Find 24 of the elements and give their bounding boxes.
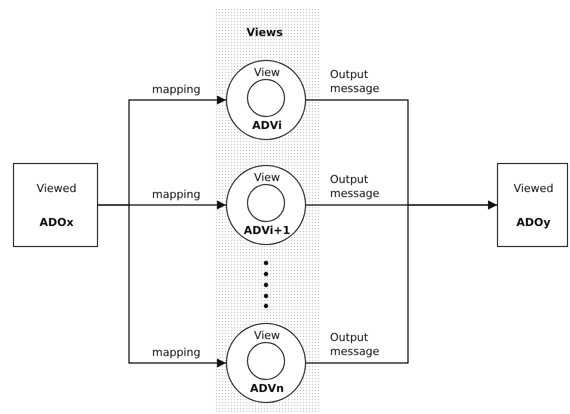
- view-circle: [226, 60, 306, 140]
- arrow: [98, 204, 226, 368]
- name-label: ADOy: [516, 216, 551, 230]
- edge-label: mapping: [152, 83, 200, 97]
- type-label: Viewed: [514, 182, 554, 196]
- type-label: View: [254, 328, 280, 342]
- name-label: ADOx: [39, 216, 74, 230]
- edge-label: mapping: [152, 188, 200, 202]
- edge-label: mapping: [152, 346, 200, 360]
- object-box: [497, 163, 568, 247]
- inner-circle: [246, 78, 284, 116]
- type-label: View: [254, 170, 280, 184]
- name-label: ADVn: [250, 382, 284, 396]
- object-box: [13, 163, 98, 247]
- type-label: Viewed: [36, 182, 76, 196]
- view-circle: [226, 323, 306, 403]
- inner-circle: [246, 184, 284, 222]
- type-label: View: [254, 66, 280, 79]
- view-circle: [226, 165, 306, 245]
- name-label: ADVi+1: [244, 224, 290, 238]
- arrow: [306, 200, 497, 364]
- name-label: ADVi: [252, 119, 282, 132]
- inner-circle: [246, 342, 284, 380]
- group-title: Views: [246, 26, 283, 40]
